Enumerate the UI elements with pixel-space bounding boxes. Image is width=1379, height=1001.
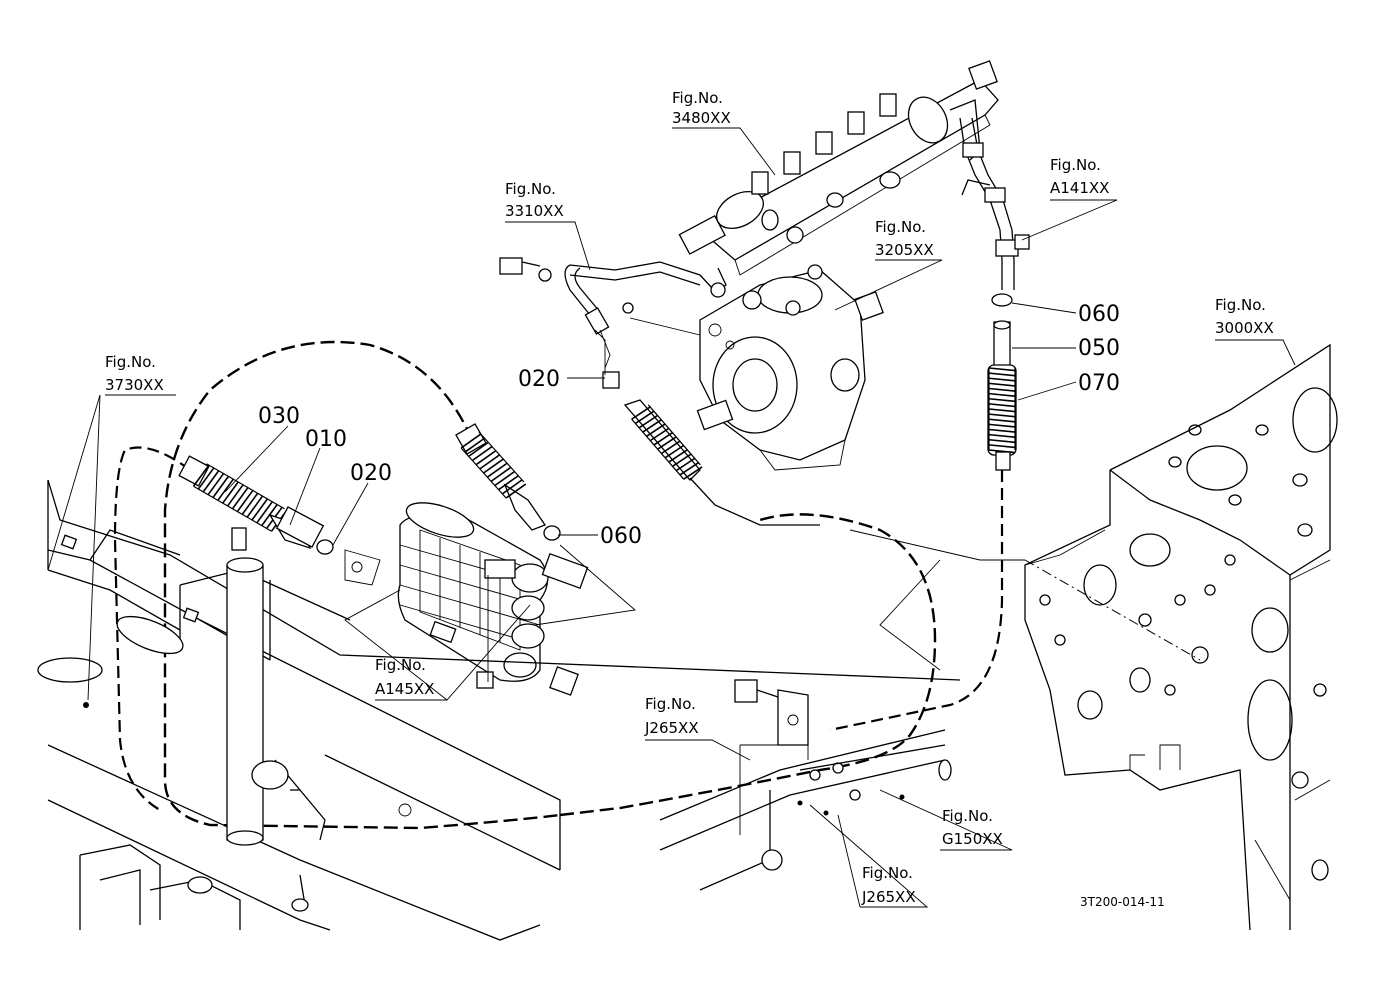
spring-guard-right [987, 364, 1017, 456]
callout-fig-a145-line1: Fig.No. [375, 656, 426, 674]
callout-fig-j265-bottom-line2: J265XX [861, 888, 916, 906]
rail-outlet-ports [751, 93, 897, 195]
right-hose-assembly [987, 293, 1017, 471]
leader-lines [47, 127, 1296, 908]
callout-fig-3310-line2: 3310XX [505, 202, 564, 220]
frame-structure [37, 479, 961, 941]
return-lines [959, 117, 1030, 290]
part-label-070[interactable]: 070 [1078, 371, 1120, 396]
part-label-060-mid[interactable]: 060 [600, 524, 642, 549]
mounting-bracket [659, 679, 952, 891]
supply-pump [696, 264, 884, 471]
callout-fig-j265-bottom[interactable]: Fig.No. J265XX [861, 864, 916, 906]
part-label-020-left[interactable]: 020 [350, 461, 392, 486]
pump-inlet-hose [602, 371, 820, 526]
callout-fig-3000-line1: Fig.No. [1215, 296, 1266, 314]
leak-off-pipe [499, 257, 713, 369]
callout-fig-a141-line1: Fig.No. [1050, 156, 1101, 174]
callout-fig-3205[interactable]: Fig.No. 3205XX [875, 218, 934, 259]
callout-fig-3730-line2: 3730XX [105, 376, 164, 394]
callout-fig-a145-line2: A145XX [375, 680, 434, 698]
diagram-code: 3T200-014-11 [1080, 895, 1165, 909]
fuel-hoses [113, 340, 1004, 830]
callout-fig-g150-line1: Fig.No. [942, 807, 993, 825]
callout-fig-3480-line1: Fig.No. [672, 89, 723, 107]
part-label-010[interactable]: 010 [305, 427, 347, 452]
part-label-030[interactable]: 030 [258, 404, 300, 429]
common-rail [678, 60, 999, 298]
callout-fig-3480[interactable]: Fig.No. 3480XX [672, 89, 731, 127]
callout-fig-3000-line2: 3000XX [1215, 319, 1274, 337]
callout-fig-a141[interactable]: Fig.No. A141XX [1050, 156, 1109, 197]
callout-fig-g150[interactable]: Fig.No. G150XX [942, 807, 1003, 848]
oil-cooler [344, 502, 589, 696]
callout-fig-j265-bottom-line1: Fig.No. [862, 864, 913, 882]
spring-guard-left [192, 463, 288, 532]
callout-fig-j265-top[interactable]: Fig.No. J265XX [644, 695, 699, 737]
callout-fig-a145[interactable]: Fig.No. A145XX [375, 656, 434, 698]
callout-fig-3730[interactable]: Fig.No. 3730XX [105, 353, 164, 394]
part-label-060-top[interactable]: 060 [1078, 302, 1120, 327]
left-hose-assembly [178, 455, 334, 555]
spring-guard-mid [631, 404, 703, 480]
filler-pipe [226, 527, 300, 846]
callout-fig-3480-line2: 3480XX [672, 109, 731, 127]
callout-fig-3310[interactable]: Fig.No. 3310XX [505, 180, 564, 220]
callout-fig-3730-line1: Fig.No. [105, 353, 156, 371]
callout-fig-j265-top-line1: Fig.No. [645, 695, 696, 713]
callout-fig-3000[interactable]: Fig.No. 3000XX [1215, 296, 1274, 337]
callout-fig-a141-line2: A141XX [1050, 179, 1109, 197]
hose-spring-center [455, 423, 561, 541]
part-label-020-mid[interactable]: 020 [518, 367, 560, 392]
callout-fig-3310-line1: Fig.No. [505, 180, 556, 198]
callout-fig-3205-line1: Fig.No. [875, 218, 926, 236]
callout-fig-3205-line2: 3205XX [875, 241, 934, 259]
callout-fig-g150-line2: G150XX [942, 830, 1003, 848]
callout-fig-j265-top-line2: J265XX [644, 719, 699, 737]
part-label-050[interactable]: 050 [1078, 336, 1120, 361]
engine-block [1024, 343, 1338, 931]
